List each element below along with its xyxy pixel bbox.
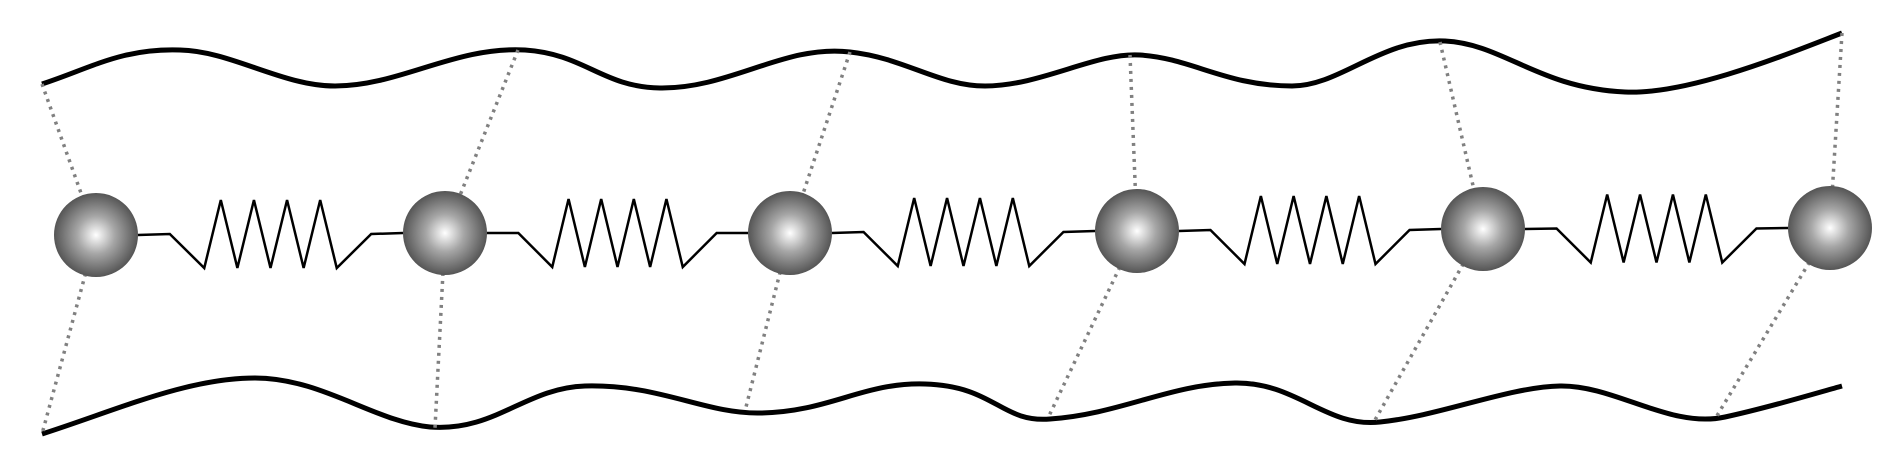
mass-ball <box>748 191 832 275</box>
springs <box>137 194 1789 271</box>
spring <box>831 197 1096 269</box>
connector-top <box>40 83 98 236</box>
connector-bottom <box>743 232 792 412</box>
connector-bottom <box>1713 227 1832 420</box>
spring <box>1524 194 1789 265</box>
top-boundary <box>41 30 1843 95</box>
mass-ball <box>1095 189 1179 273</box>
mass-ball <box>1441 187 1525 271</box>
spring <box>137 199 404 271</box>
mass-ball <box>1788 186 1872 270</box>
spring <box>487 198 748 270</box>
connector-top <box>443 49 520 234</box>
masses <box>54 186 1872 277</box>
bottom-boundary <box>41 375 1843 437</box>
spring <box>1178 195 1442 267</box>
mass-ball <box>403 191 487 275</box>
mass-ball <box>54 193 138 277</box>
